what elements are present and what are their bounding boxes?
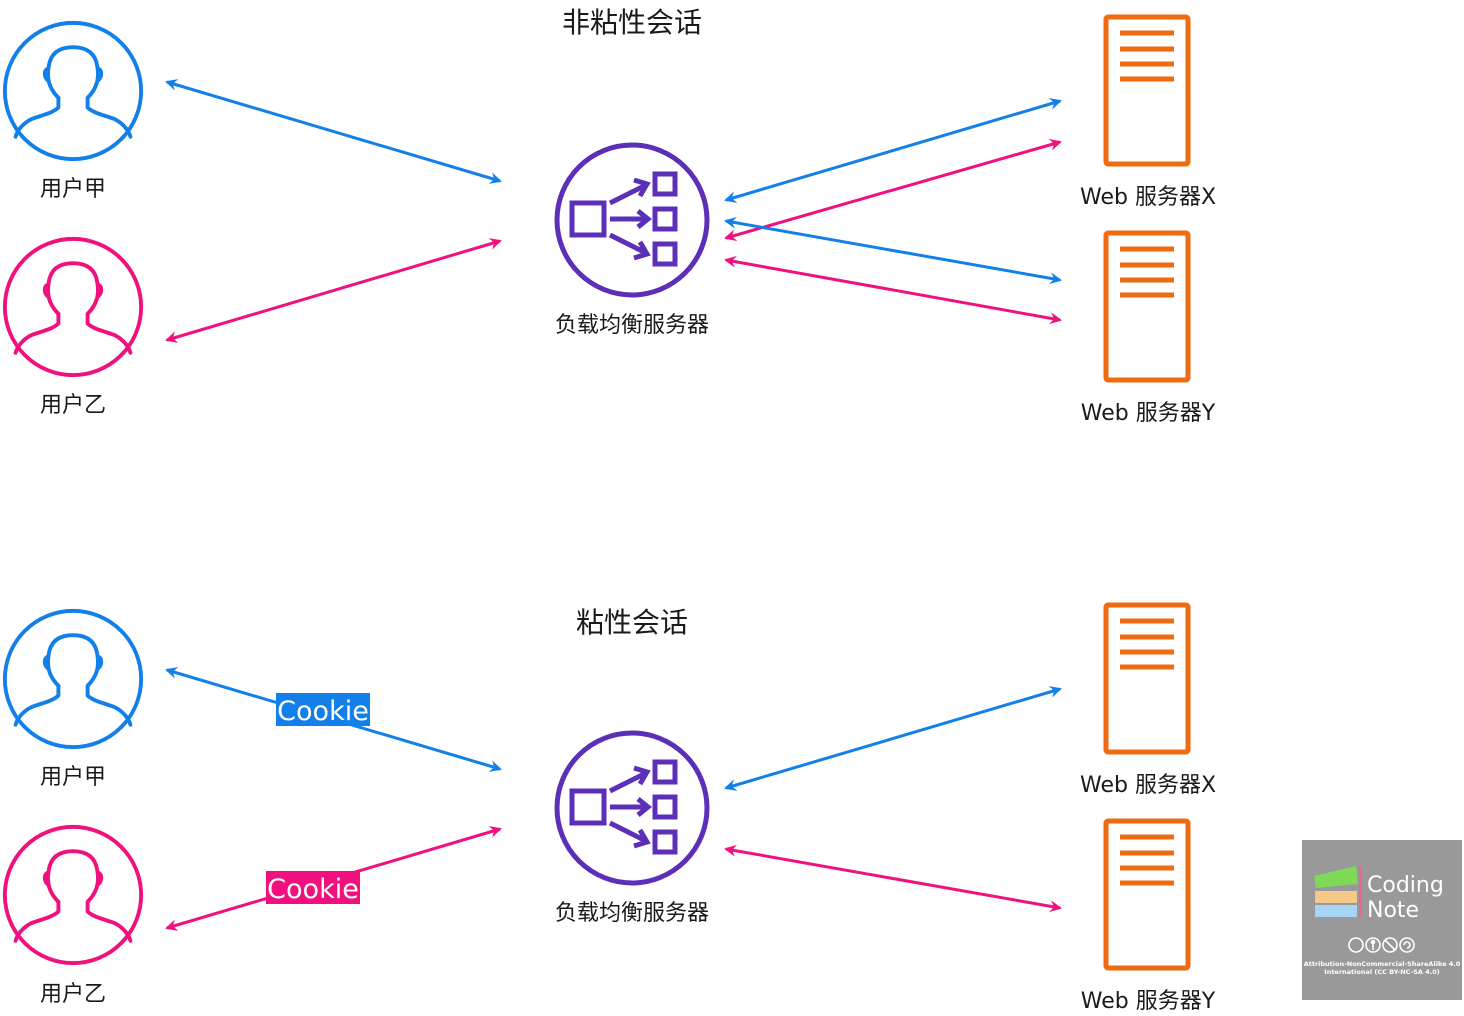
user-icon — [2, 20, 144, 162]
badge-license-line2: International (CC BY-NC-SA 4.0) — [1324, 968, 1439, 976]
user-icon — [2, 824, 144, 966]
arrow-lb-server-x-pink — [724, 138, 1062, 242]
section-title: 粘性会话 — [576, 606, 688, 639]
book-stack-icon — [1314, 866, 1362, 918]
user-b-label: 用户乙 — [40, 393, 106, 418]
user-b: 用户乙 — [2, 824, 144, 1007]
arrow-lb-server-y-blue — [724, 216, 1062, 285]
load-balancer-label: 负载均衡服务器 — [555, 313, 709, 338]
badge-title-line2: Note — [1367, 898, 1419, 923]
server-y: Web 服务器Y — [1081, 821, 1216, 1014]
server-icon — [1106, 605, 1188, 752]
cookie-label-text: Cookie — [267, 874, 359, 905]
cookie-label-bg — [266, 871, 360, 904]
arrow-user-b-lb — [165, 238, 502, 343]
server-x: Web 服务器X — [1080, 17, 1216, 210]
section-non-sticky: 非粘性会话 用户甲 用户乙 负载均衡服务器 Web 服务器X Web 服务器Y — [2, 6, 1216, 426]
server-icon — [1106, 821, 1188, 968]
badge-license-line1: Attribution-NonCommercial-ShareAlike 4.0 — [1304, 960, 1461, 968]
arrow-lb-server-x — [724, 686, 1062, 791]
badge-background — [1302, 840, 1462, 1000]
user-a: 用户甲 — [2, 20, 144, 202]
server-icon — [1106, 17, 1188, 164]
user-a: 用户甲 — [2, 608, 144, 790]
badge-title-line1: Coding — [1367, 873, 1444, 898]
user-a-label: 用户甲 — [40, 177, 106, 202]
arrow-lb-server-x-blue — [724, 98, 1062, 203]
cc-license-icons — [1348, 937, 1415, 953]
user-icon — [2, 608, 144, 750]
user-b-label: 用户乙 — [40, 982, 106, 1007]
section-sticky: 粘性会话 用户甲 用户乙 负载均衡服务器 Web 服务器X Web 服务器Y — [2, 605, 1216, 1014]
user-icon — [2, 236, 144, 378]
load-balancer: 负载均衡服务器 — [555, 145, 709, 338]
load-balancer: 负载均衡服务器 — [555, 733, 709, 926]
load-balancer-icon — [557, 145, 707, 295]
server-x-label: Web 服务器X — [1080, 185, 1216, 210]
cookie-label-text: Cookie — [277, 696, 369, 727]
arrow-lb-server-y-pink — [724, 255, 1062, 325]
arrow-user-a-lb — [165, 79, 502, 184]
server-y: Web 服务器Y — [1081, 233, 1216, 426]
arrow-lb-server-y — [724, 844, 1062, 913]
cookie-label-user-a: Cookie — [276, 693, 370, 727]
server-x-label: Web 服务器X — [1080, 773, 1216, 798]
server-x: Web 服务器X — [1080, 605, 1216, 798]
server-y-label: Web 服务器Y — [1081, 401, 1216, 426]
user-a-label: 用户甲 — [40, 765, 106, 790]
coding-note-badge: Coding Note Attribution-NonCommercial-Sh… — [1302, 840, 1462, 1000]
cookie-label-bg — [276, 693, 370, 726]
server-icon — [1106, 233, 1188, 380]
user-b: 用户乙 — [2, 236, 144, 418]
load-balancer-label: 负载均衡服务器 — [555, 901, 709, 926]
section-title: 非粘性会话 — [562, 6, 702, 39]
load-balancer-icon — [557, 733, 707, 883]
server-y-label: Web 服务器Y — [1081, 989, 1216, 1014]
cookie-label-user-b: Cookie — [266, 871, 360, 905]
